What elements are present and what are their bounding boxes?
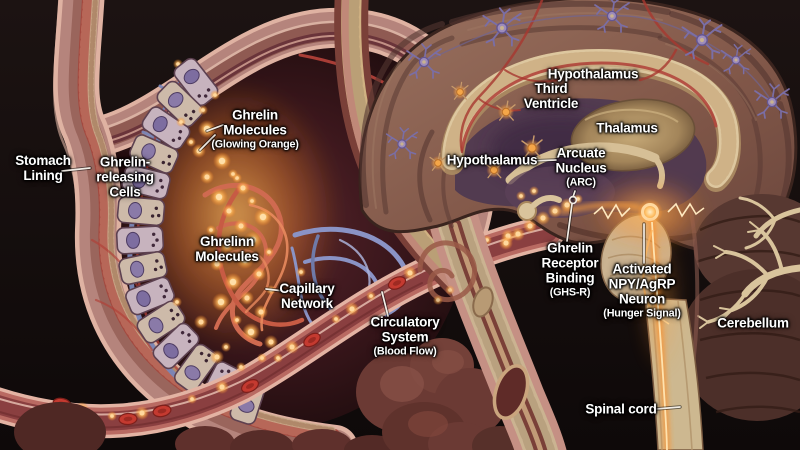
stomach-section bbox=[53, 0, 496, 450]
brain-section bbox=[358, 0, 800, 450]
activated-neuron-glow bbox=[559, 177, 706, 450]
leader-lines bbox=[60, 123, 682, 411]
tissue-band bbox=[334, 0, 567, 450]
cortical-neurons bbox=[385, 0, 790, 179]
cerebellum-body bbox=[679, 194, 800, 421]
thalamus-body bbox=[570, 98, 696, 172]
